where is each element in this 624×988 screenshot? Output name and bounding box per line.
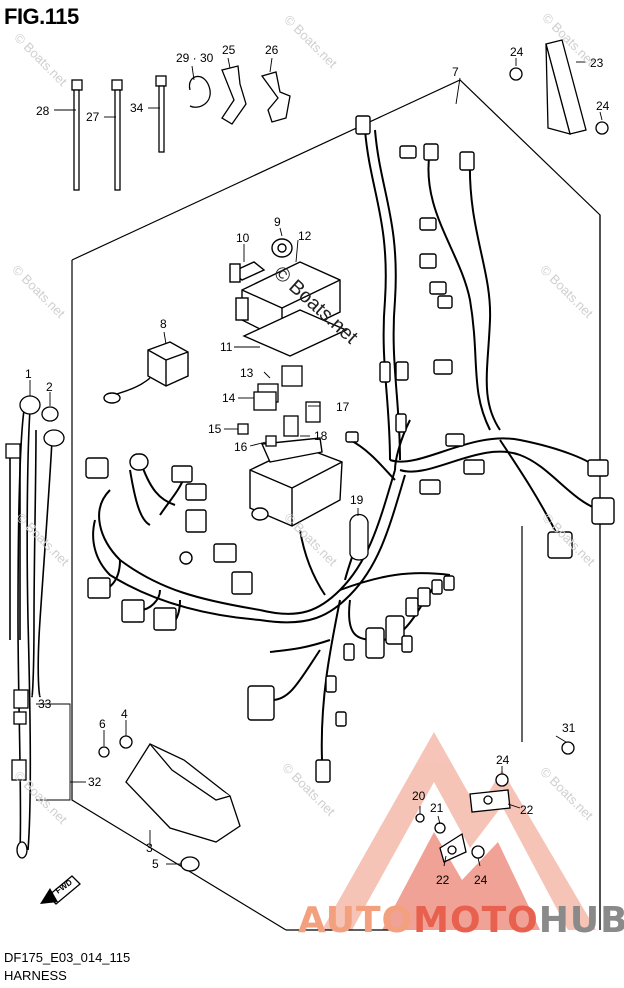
fuse-box	[229, 238, 348, 357]
fwd-arrow: FWD	[40, 875, 81, 905]
callout-20: 20	[412, 789, 426, 803]
leader-lines	[29, 57, 603, 867]
callout-19: 19	[350, 493, 364, 507]
callout-28: 28	[36, 104, 50, 118]
battery-cables	[9, 409, 53, 851]
document-code: DF175_E03_014_115	[4, 950, 131, 965]
brand-part-hub: HUB	[538, 900, 624, 941]
cable-ties	[71, 65, 291, 191]
brand-part-moto: MOTO	[413, 900, 539, 941]
callout-6: 6	[99, 717, 106, 731]
callout-9: 9	[274, 215, 281, 229]
callout-15: 15	[208, 422, 222, 436]
callout-27: 27	[86, 110, 100, 124]
callout-22-bottom: 22	[436, 873, 450, 887]
callout-31: 31	[562, 721, 576, 735]
callout-12: 12	[298, 229, 312, 243]
brand-wordmark: AUTOMOTOHUB	[298, 900, 624, 941]
relay-cover	[249, 437, 343, 527]
callout-17: 17	[336, 400, 350, 414]
callout-33: 33	[38, 697, 52, 711]
callout-24-top: 24	[510, 45, 524, 59]
callout-34: 34	[130, 101, 144, 115]
figure-title: FIG.115	[4, 4, 79, 29]
callout-10: 10	[236, 231, 250, 245]
callout-14: 14	[222, 391, 236, 405]
callout-labels: 7 23 24 24 28 27 34 29 · 30 25 26 9 10 1…	[25, 43, 610, 887]
callout-22-right: 22	[520, 803, 534, 817]
brand-part-auto: AUTO	[298, 900, 414, 941]
main-wire-harness	[92, 129, 601, 761]
callout-16: 16	[234, 440, 248, 454]
callout-3: 3	[146, 841, 153, 855]
callout-24-right: 24	[596, 99, 610, 113]
callout-5: 5	[152, 857, 159, 871]
grommet	[349, 513, 369, 561]
harness-connectors	[85, 115, 615, 783]
callout-1: 1	[25, 367, 32, 381]
callout-21: 21	[430, 801, 444, 815]
callout-24-mid: 24	[496, 753, 510, 767]
automotohub-logo-mark	[322, 732, 596, 930]
small-brackets	[415, 773, 511, 863]
callout-18: 18	[314, 429, 328, 443]
callout-13: 13	[240, 366, 254, 380]
callout-4: 4	[121, 707, 128, 721]
callout-7: 7	[452, 65, 459, 79]
callout-26: 26	[265, 43, 279, 57]
box-outline-lower	[286, 215, 601, 931]
callout-25: 25	[222, 43, 236, 57]
callout-24-bottom: 24	[474, 873, 488, 887]
callout-2: 2	[46, 380, 53, 394]
bracket	[509, 39, 609, 135]
sensor-box	[103, 341, 189, 404]
callout-29-30: 29 · 30	[176, 51, 214, 65]
callout-8: 8	[160, 317, 167, 331]
document-name: HARNESS	[4, 968, 67, 983]
cable-ends	[5, 395, 65, 859]
lower-bracket	[98, 735, 575, 872]
callout-23: 23	[590, 56, 604, 70]
callout-32: 32	[88, 775, 102, 789]
callout-11: 11	[220, 340, 233, 354]
